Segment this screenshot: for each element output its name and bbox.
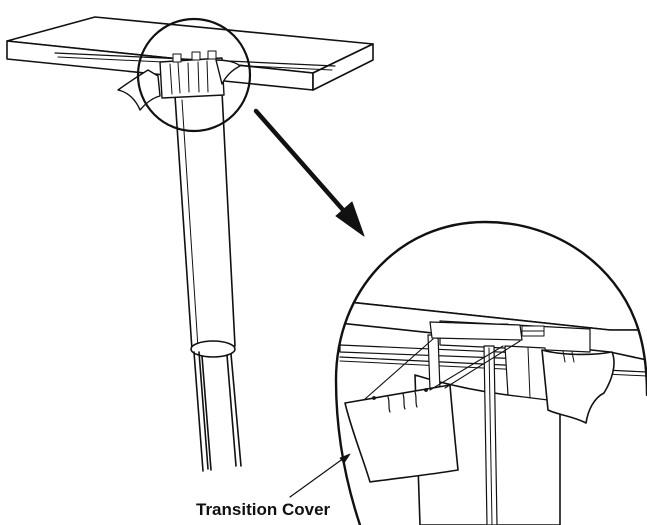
detail-circle <box>136 17 252 133</box>
transition-cover-panel <box>344 384 459 483</box>
transition-cover-label: Transition Cover <box>196 500 331 519</box>
detail-view <box>334 220 647 525</box>
zoom-arrow <box>253 108 365 237</box>
callout-leader <box>289 453 351 498</box>
support-column <box>174 91 242 472</box>
